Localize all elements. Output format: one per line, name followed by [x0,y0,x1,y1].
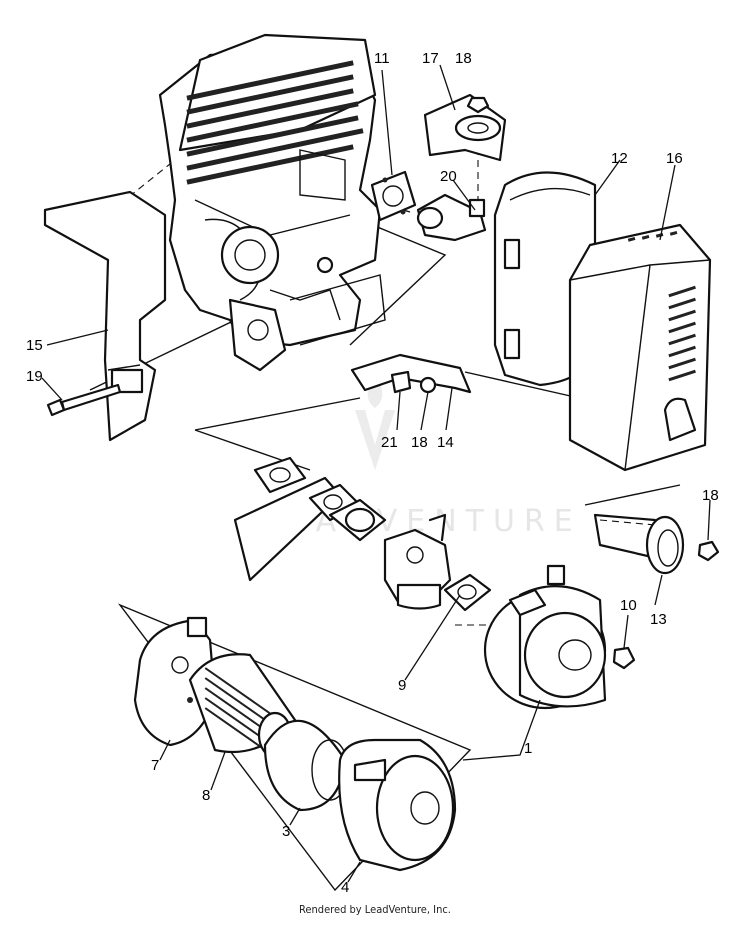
callout-1: 1 [524,740,532,757]
callout-7: 7 [151,757,159,774]
muffler-pipe [593,513,685,575]
air-cleaner-cover [338,738,457,872]
callout-21: 21 [381,434,398,451]
screw [46,383,122,417]
exhaust-gasket [370,170,417,222]
callout-3: 3 [282,823,290,840]
callout-9: 9 [398,677,406,694]
callout-19: 19 [26,368,43,385]
callout-17: 17 [422,50,439,67]
callout-14: 14 [437,434,454,451]
callout-13: 13 [650,611,667,628]
callout-18-top: 18 [455,50,472,67]
air-cleaner-assembly [483,564,607,710]
callout-4: 4 [341,879,349,896]
muffler-bracket [350,353,472,394]
pre-cleaner [263,719,349,812]
footer-credit: Rendered by LeadVenture, Inc. [299,903,451,916]
nut-muffler-pipe [697,540,720,562]
callout-16: 16 [666,150,683,167]
carb-gasket [443,573,492,612]
callout-15: 15 [26,337,43,354]
leader-lines [41,64,711,883]
callout-11: 11 [374,50,390,67]
engine-block [158,33,386,372]
callout-numbers: 11 17 18 12 16 20 15 19 21 18 14 18 13 1… [26,50,719,896]
nut-top [466,96,490,114]
carburetor [383,513,452,610]
carb-spacer [308,483,387,542]
callout-12: 12 [611,150,628,167]
muffler-guard [568,223,712,472]
callout-18-right: 18 [702,487,719,504]
intake-gasket [253,456,307,494]
nut-air-cleaner [612,646,636,670]
exhaust-pipe [416,193,487,242]
callout-18-mid: 18 [411,434,428,451]
air-cleaner-base [133,616,217,747]
callout-10: 10 [620,597,637,614]
muffler-deflector [423,93,507,162]
callout-20: 20 [440,168,457,185]
callout-8: 8 [202,787,210,804]
